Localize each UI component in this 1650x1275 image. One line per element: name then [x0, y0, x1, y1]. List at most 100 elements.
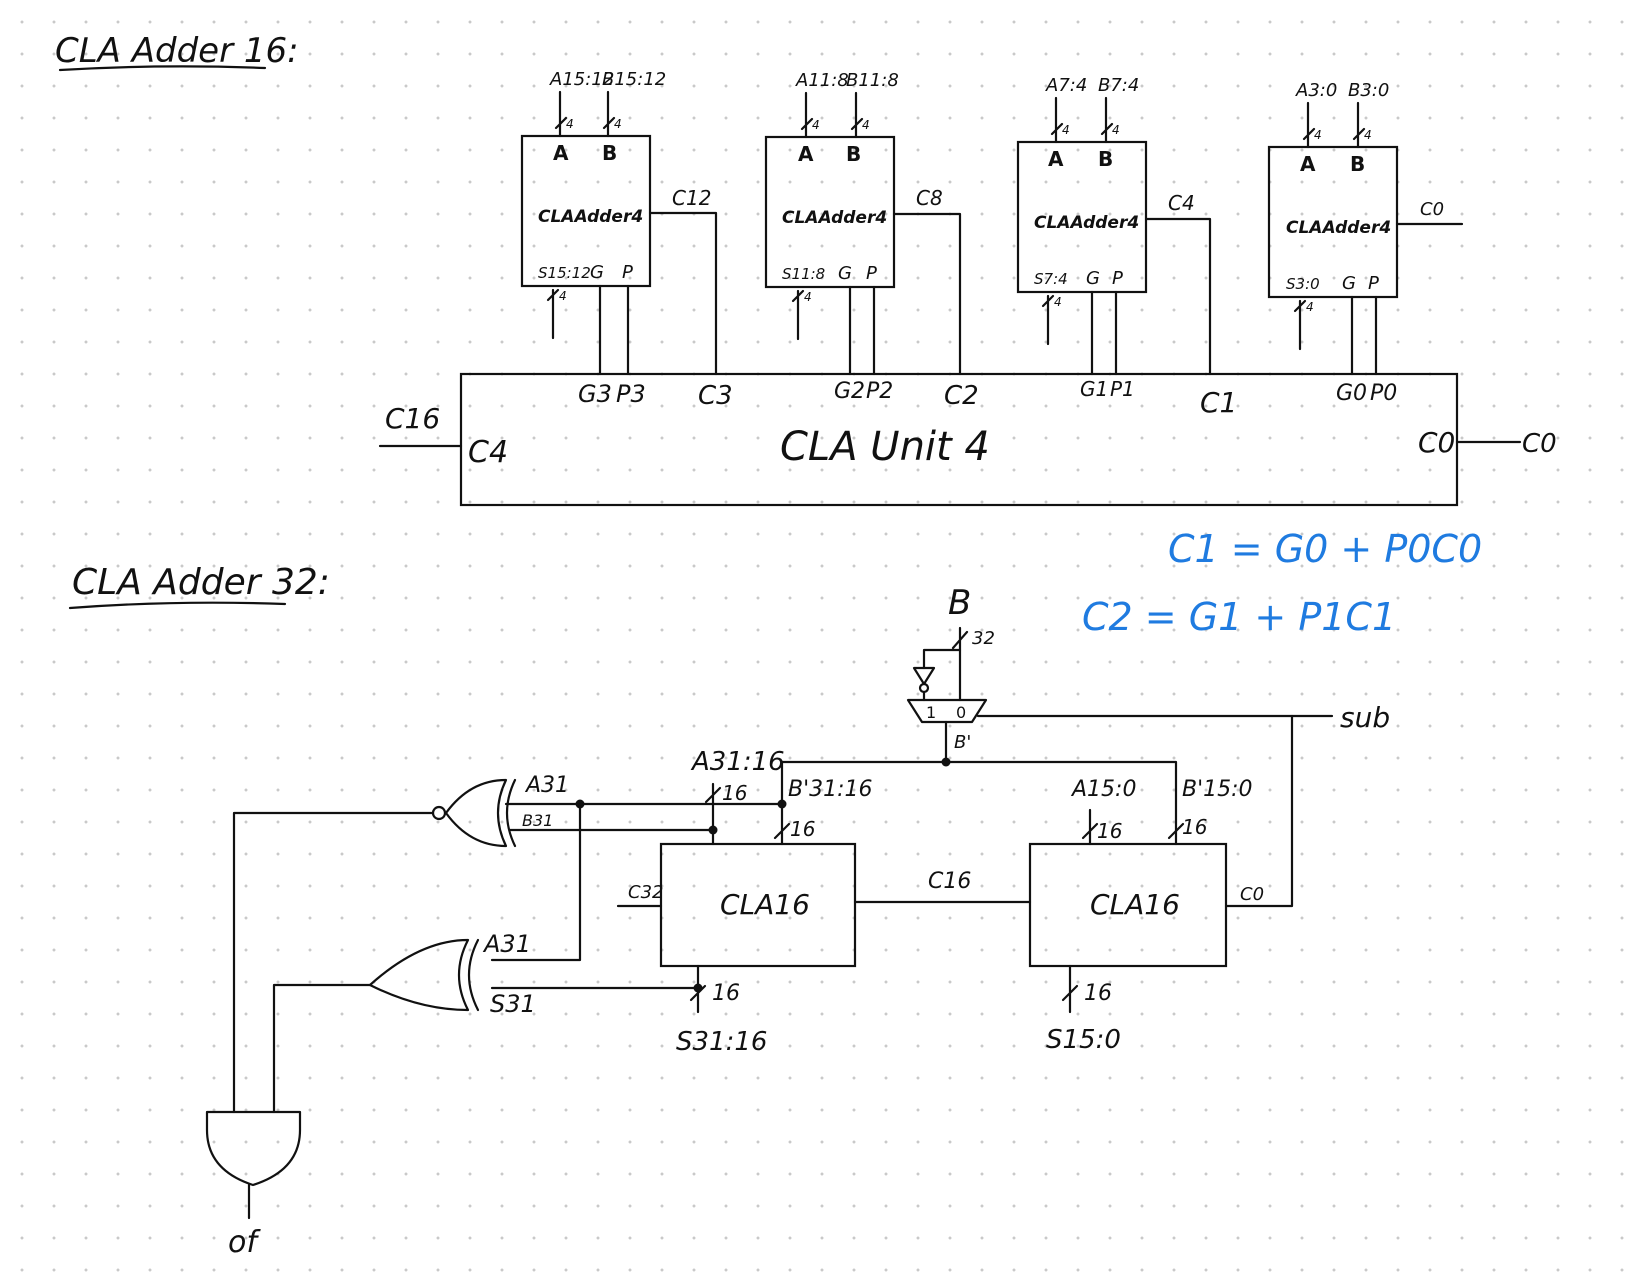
port-b: B: [602, 141, 617, 165]
input-a-label: A7:4: [1045, 75, 1087, 96]
xor-back-curve: [468, 938, 480, 1012]
b-input-label: B: [948, 583, 971, 623]
port-b: B: [1098, 147, 1113, 171]
b-prime-lo-label: B'15:0: [1182, 777, 1253, 802]
block3-wires: [1350, 222, 1464, 376]
sum-output-wire: [1041, 294, 1055, 346]
sub-to-c0-wire: [1224, 714, 1294, 908]
unit-c1: C1: [1200, 386, 1237, 419]
s-hi-label: S31:16: [676, 1027, 767, 1057]
xnor-body: [444, 778, 508, 848]
unit-p2: P2: [866, 379, 893, 404]
bus-width-a: 4: [1314, 128, 1322, 142]
carry-out-label: C0: [1420, 199, 1444, 220]
title-cla-adder-32: CLA Adder 32:: [72, 562, 330, 603]
carry-c0-label: C0: [1522, 429, 1557, 459]
overflow-label: of: [228, 1225, 261, 1260]
cla-adder4-block-11-8: A11:8 B11:8 4 4 A B CLAAdder4 S11:8 G P …: [764, 70, 943, 341]
s-lo-bus-wire: [1061, 964, 1079, 1014]
unit-c3: C3: [698, 381, 733, 411]
input-b-label: B11:8: [846, 70, 899, 91]
cla-unit-name: CLA Unit 4: [780, 424, 990, 470]
cla16-low-name: CLA16: [1090, 888, 1180, 921]
cla-adder4-block-7-4: A7:4 B7:4 4 4 A B CLAAdder4 S7:4 G P 4 C…: [1016, 75, 1195, 346]
bus-width-b: 4: [1112, 123, 1120, 137]
c16-label: C16: [928, 869, 971, 894]
c32-label: C32: [628, 882, 663, 903]
cla-adder4-block-15-12: A15:12 B15:12 4 4 A B CLAAdder4 S15:12 G…: [520, 69, 711, 340]
carry-out-label: C12: [672, 186, 711, 210]
p-port: P: [1368, 273, 1379, 294]
cla-unit-right-port: C0: [1418, 426, 1455, 459]
p-port: P: [622, 262, 633, 283]
input-b-label: B7:4: [1098, 75, 1139, 96]
b31-junction-dot: [708, 825, 718, 835]
g-port: G: [1086, 268, 1100, 289]
unit-c2: C2: [944, 381, 979, 411]
title-cla-adder-16: CLA Adder 16:: [55, 31, 299, 71]
sum-port: S15:12: [538, 264, 591, 282]
sum-port: S3:0: [1286, 275, 1320, 293]
sum-port: S11:8: [782, 265, 825, 283]
xor-input-a31: A31: [482, 930, 531, 958]
equation-c1: C1 = G0 + P0C0: [1168, 527, 1482, 571]
a-lo-bus-wire: [1081, 808, 1099, 846]
sum-output-wire: [546, 288, 560, 340]
b-prime-bus-top: [780, 760, 1178, 846]
block-name: CLAAdder4: [782, 208, 887, 228]
block-name: CLAAdder4: [1286, 218, 1391, 238]
bus-width-b: 4: [1364, 128, 1372, 142]
cla-adder4-box: [1016, 140, 1148, 294]
bus-width-s: 4: [1306, 300, 1314, 314]
cla-adder4-block-3-0: A3:0 B3:0 4 4 A B CLAAdder4 S3:0 G P 4 C…: [1267, 80, 1444, 351]
cla-unit-box: [459, 372, 1459, 507]
b-prime-junction-dot: [777, 799, 787, 809]
unit-p3: P3: [616, 380, 646, 408]
block-name: CLAAdder4: [1034, 213, 1139, 233]
port-a: A: [1300, 152, 1316, 176]
bus-width-a: 4: [566, 117, 574, 131]
inverter-icon: [912, 666, 936, 686]
carry-out-label: C4: [1168, 191, 1195, 215]
inverter-bubble: [918, 682, 930, 694]
input-a-label: A3:0: [1295, 80, 1337, 101]
equation-c2: C2 = G1 + P1C1: [1082, 595, 1396, 639]
bus-width-a: 4: [1062, 123, 1070, 137]
input-bus-wires: [800, 91, 864, 139]
cla16-high-name: CLA16: [720, 888, 810, 921]
unit-p0: P0: [1370, 381, 1397, 406]
g-port: G: [590, 262, 604, 283]
input-b-label: B15:12: [602, 69, 666, 90]
c0-label: C0: [1240, 884, 1264, 905]
xor-body: [368, 938, 470, 1012]
cla16-low: CLA16 A15:0 16 B'15:0 16 C0 16 S15:0: [1028, 777, 1264, 1055]
sum-output-wire: [1293, 299, 1307, 351]
bus-width-s: 4: [1054, 295, 1062, 309]
bus-width-b: 4: [862, 118, 870, 132]
p-port: P: [1112, 268, 1123, 289]
a-lo-width: 16: [1097, 819, 1122, 843]
a-hi-width: 16: [722, 781, 747, 805]
xnor-bubble: [431, 805, 447, 821]
bus-width-s: 4: [559, 289, 567, 303]
block0-to-unit-wires: [598, 211, 718, 376]
bus-width-b: 4: [614, 117, 622, 131]
unit-g3: G3: [578, 380, 612, 408]
carry-c16-label: C16: [385, 402, 440, 435]
a31-to-xor-wire: [490, 802, 582, 962]
xnor-back-curve: [505, 778, 517, 848]
port-b: B: [846, 142, 861, 166]
input-bus-wires: [554, 90, 616, 138]
b-prime-hi-width: 16: [790, 817, 815, 841]
a-lo-label: A15:0: [1070, 777, 1136, 802]
b-bus-width: 32: [972, 628, 995, 649]
input-a-label: A11:8: [795, 70, 849, 91]
b-prime-lo-slash: [1167, 822, 1185, 840]
g-port: G: [838, 263, 852, 284]
carry-out-label: C8: [916, 186, 943, 210]
cla-adder4-box: [1267, 145, 1399, 299]
title-underline-32: [68, 601, 287, 610]
unit-p1: P1: [1110, 377, 1135, 401]
input-a-label: A15:12: [549, 69, 614, 90]
